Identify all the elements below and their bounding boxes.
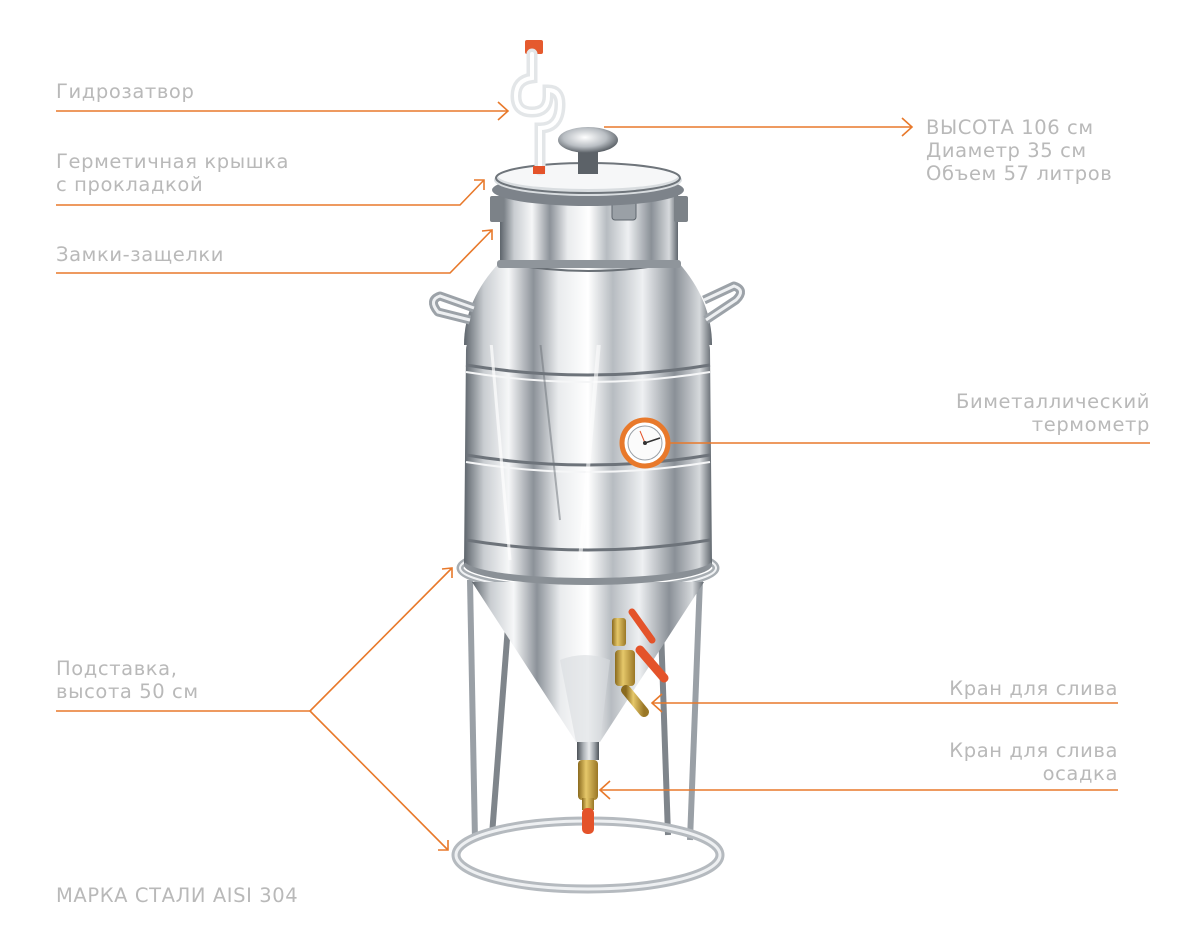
- label-latches: Замки-защелки: [56, 243, 225, 266]
- arrowhead-drain-valve: [650, 693, 663, 713]
- label-airlock: Гидрозатвор: [56, 80, 195, 103]
- label-specs-diameter: Диаметр 35 см: [926, 139, 1087, 162]
- label-sediment-valve-line-2: осадка: [1042, 762, 1118, 785]
- label-sediment-valve-line-1: Кран для слива: [949, 739, 1118, 762]
- arrowhead-airlock: [497, 101, 510, 121]
- label-stand-line-1: Подставка,: [56, 657, 178, 680]
- sediment-valve: [578, 760, 598, 834]
- arrowhead-specs: [901, 117, 914, 137]
- label-thermometer-line-1: Биметаллический: [955, 390, 1150, 413]
- label-sediment-valve: Кран для слива осадка: [949, 739, 1118, 785]
- label-lid-line-2: с прокладкой: [56, 173, 204, 196]
- label-thermometer-line-2: термометр: [1031, 413, 1150, 436]
- label-stand: Подставка, высота 50 см: [56, 657, 199, 703]
- cone: [472, 582, 704, 760]
- arrowhead-lid: [474, 179, 485, 190]
- lid: [492, 127, 684, 206]
- thermometer: [619, 417, 671, 469]
- label-specs-volume: Объем 57 литров: [926, 162, 1113, 185]
- leader-stand-upper: [309, 567, 453, 712]
- label-specs-height: ВЫСОТА 106 см: [926, 116, 1094, 139]
- leader-lid: [56, 179, 485, 206]
- label-thermometer: Биметаллический термометр: [956, 390, 1150, 436]
- leader-lines: [56, 101, 1150, 851]
- label-lid: Герметичная крышка с прокладкой: [56, 150, 289, 196]
- tank-body: [464, 329, 712, 585]
- label-stand-line-2: высота 50 см: [56, 680, 199, 703]
- leader-latches: [56, 229, 493, 274]
- arrowhead-sediment-valve: [598, 780, 611, 800]
- label-specs: ВЫСОТА 106 см Диаметр 35 см Объем 57 лит…: [926, 116, 1112, 185]
- side-handles: [429, 281, 745, 325]
- arrowhead-latches: [481, 229, 493, 240]
- tank-shoulder: [464, 261, 712, 345]
- latch-left: [490, 196, 504, 222]
- arrowhead-stand-upper: [441, 567, 453, 578]
- label-drain-valve: Кран для слива: [949, 677, 1118, 700]
- label-lid-line-1: Герметичная крышка: [56, 150, 290, 173]
- leader-stand-lower: [309, 710, 449, 851]
- label-steel-grade: МАРКА СТАЛИ AISI 304: [56, 884, 299, 907]
- airlock: [510, 40, 566, 176]
- drain-valve: [612, 608, 669, 717]
- latch-right: [674, 196, 688, 222]
- arrowhead-stand-lower: [438, 840, 449, 851]
